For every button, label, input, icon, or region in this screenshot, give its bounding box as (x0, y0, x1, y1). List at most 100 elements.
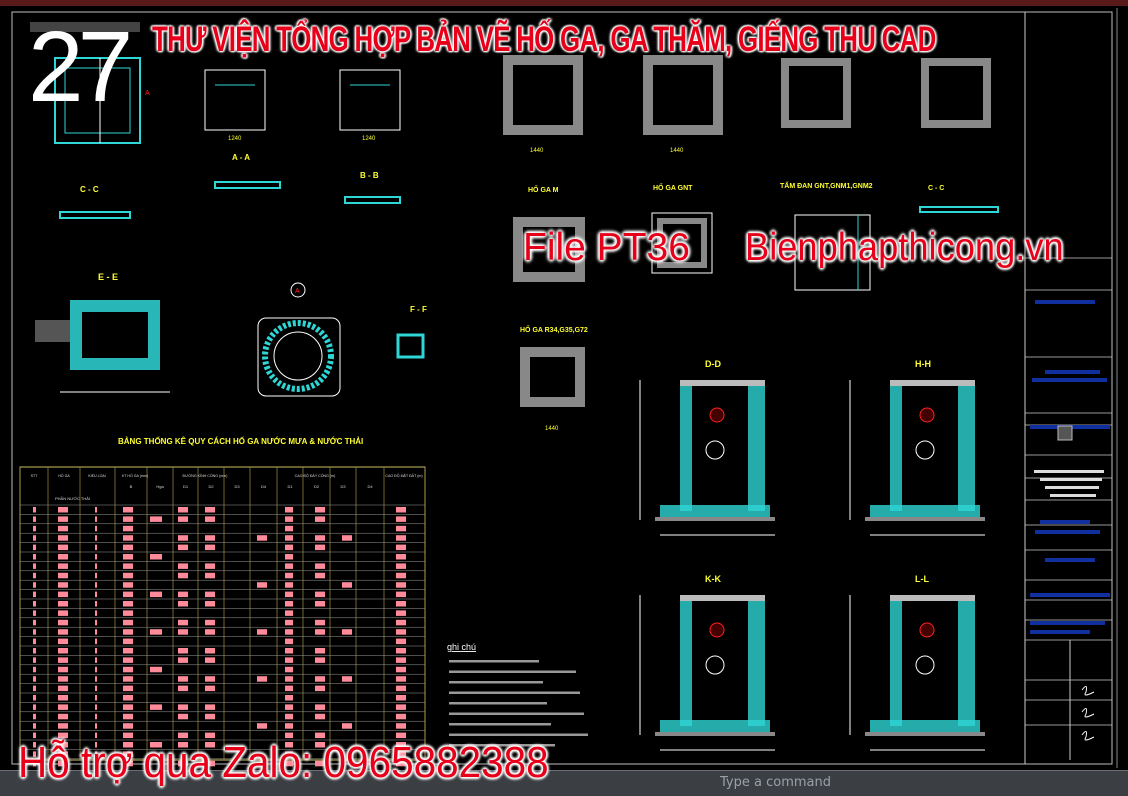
table-cell-value (285, 732, 293, 739)
table-cell-value (178, 516, 188, 522)
svg-text:A: A (145, 90, 150, 97)
table-cell-value (58, 591, 68, 598)
table-cell-value (396, 629, 406, 635)
table-cell-value (123, 629, 133, 635)
table-cell-value (315, 685, 325, 692)
section-e-e: E - E (35, 272, 170, 393)
website-label: Bienphapthicong.vn (745, 226, 1064, 269)
table-cell-value (396, 591, 406, 598)
table-cell-value (396, 572, 406, 579)
table-cell-value (285, 554, 293, 560)
base-slab (870, 505, 980, 517)
table-cell-value (33, 572, 36, 579)
table-cell-value (178, 572, 188, 579)
table-cell-value (396, 619, 406, 626)
title-block-text (1040, 478, 1102, 481)
command-line-bar[interactable]: Type a command (0, 770, 1128, 796)
table-cell-value (150, 704, 162, 710)
command-input[interactable]: Type a command (720, 775, 831, 790)
table-cell-value (285, 704, 293, 710)
table-cell-value (33, 695, 36, 701)
marker (919, 407, 935, 423)
note-line (449, 723, 551, 726)
table-cell-value (257, 629, 267, 635)
table-cell-value (123, 742, 133, 748)
section-dd: D-D (639, 359, 775, 536)
table-cell-value (285, 676, 293, 682)
table-cell-value (396, 544, 406, 551)
svg-text:B - B: B - B (360, 171, 379, 180)
table-cell-value (33, 742, 36, 748)
table-cell-value (123, 572, 133, 579)
table-cell-value (205, 507, 215, 513)
column-subheader: D2 (314, 484, 320, 489)
table-cell-value (342, 582, 352, 588)
table-cell-value (178, 742, 188, 748)
table-cell-value (285, 544, 293, 551)
table-cell-value (396, 507, 406, 513)
table-cell-value (396, 648, 406, 654)
table-cell-value (315, 507, 325, 513)
table-cell-value (150, 591, 162, 598)
table-cell-value (58, 535, 68, 541)
table-cell-value (396, 601, 406, 607)
wall-left (680, 601, 692, 726)
table-cell-value (33, 619, 36, 626)
svg-text:A - A: A - A (232, 153, 250, 162)
table-cell-value (33, 554, 36, 560)
table-cell-value (315, 676, 325, 682)
table-cell-value (178, 619, 188, 626)
plans-top-right: 1440 1440 (503, 55, 991, 154)
table-cell-value (178, 760, 188, 767)
table-cell-value (285, 582, 293, 588)
column-header: STT (31, 474, 39, 478)
file-code-label: File PT36 (523, 226, 690, 269)
table-cell-value (58, 742, 68, 748)
table-cell-value (315, 760, 325, 767)
table-cell-value (342, 629, 352, 635)
notes-heading: ghi chú (447, 642, 476, 652)
table-cell-value (396, 666, 406, 673)
table-cell-value (205, 535, 215, 541)
note-line (449, 733, 588, 736)
table-cell-value (178, 685, 188, 692)
notes: ghi chú (447, 642, 588, 747)
table-cell-value (315, 563, 325, 569)
table-cell-value (178, 676, 188, 682)
table-cell-value (58, 563, 68, 569)
table-cell-value (315, 713, 325, 720)
table-cell-value (205, 648, 215, 654)
column-subheader: D4 (261, 484, 267, 489)
table-cell-value (58, 554, 68, 560)
table-cell-value (285, 723, 293, 729)
table-cell-value (58, 676, 68, 682)
column-subheader: D3 (340, 484, 346, 489)
table-cell-value (123, 619, 133, 626)
table-cell-value (33, 582, 36, 588)
title-block-blue-band (1035, 530, 1100, 534)
table-cell-value (285, 591, 293, 598)
plan-top-left: A (30, 22, 150, 144)
base-slab (660, 720, 770, 732)
svg-text:1440: 1440 (530, 148, 544, 154)
table-cell-value (33, 610, 36, 616)
table-cell-value (58, 723, 68, 729)
table-cell-value (95, 685, 97, 692)
note-line (449, 712, 584, 715)
signature (1081, 686, 1095, 696)
note-line (449, 670, 576, 673)
plans-second-row: HỐ GA M HỐ GA GNT TẤM ĐAN GNT,GNM1,GNM2 … (513, 180, 999, 432)
table-cell-value (33, 751, 36, 757)
title-block-blue-band (1040, 520, 1090, 524)
table-cell-value (95, 760, 97, 767)
table-cell-value (178, 563, 188, 569)
section-bars-top: A - A B - B C - C (59, 153, 401, 219)
table-cell-value (95, 582, 97, 588)
table-cell-value (33, 666, 36, 673)
table-cell-value (396, 535, 406, 541)
table-cell-value (58, 525, 68, 532)
table-cell-value (178, 704, 188, 710)
table-cell-value (123, 695, 133, 701)
svg-text:TẤM ĐAN GNT,GNM1,GNM2: TẤM ĐAN GNT,GNM1,GNM2 (780, 180, 873, 190)
